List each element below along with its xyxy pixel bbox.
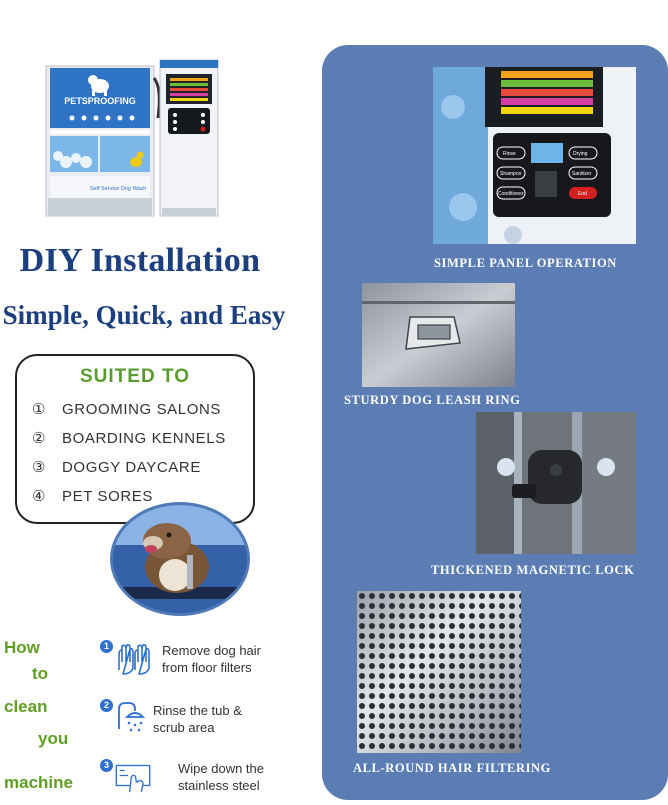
magnetic-lock-photo <box>476 412 636 554</box>
machine-tagline: Self Service Dog Wash <box>90 186 146 192</box>
dog-wash-machine-image: PETSPROOFING Self Service Dog Wash <box>45 59 219 217</box>
suited-item-number: ④ <box>32 488 47 505</box>
suited-item-number: ② <box>32 430 47 447</box>
hair-filter-photo <box>357 591 521 753</box>
feature-label: THICKENED MAGNETIC LOCK <box>431 563 635 577</box>
suited-item-label: GROOMING SALONS <box>62 401 222 418</box>
panel-button-label: Shampoo <box>500 171 522 177</box>
wipe-icon <box>115 764 151 793</box>
leash-ring-photo <box>362 283 515 387</box>
panel-button-label: Drying <box>573 151 588 157</box>
suited-item-number: ① <box>32 401 47 418</box>
step-number: 1 <box>100 640 113 653</box>
machine-brand: PETSPROOFING <box>64 96 136 106</box>
step-number: 3 <box>100 759 113 772</box>
feature-label: STURDY DOG LEASH RING <box>344 393 521 407</box>
suited-item: ③ DOGGY DAYCARE <box>32 458 201 476</box>
suited-item-label: DOGGY DAYCARE <box>62 459 201 476</box>
bulldog-photo <box>110 502 250 616</box>
feature-label: ALL-ROUND HAIR FILTERING <box>353 761 551 775</box>
step-text-line: Remove dog hair <box>162 643 261 658</box>
suited-to-heading: SUITED TO <box>80 366 190 387</box>
panel-button-label: Conditioner <box>498 191 524 197</box>
panel-button-label: End <box>578 191 587 197</box>
step-text: Remove dog hair from floor filters <box>162 642 261 676</box>
suited-item-number: ③ <box>32 459 47 476</box>
suited-item: ① GROOMING SALONS <box>32 400 221 418</box>
suited-item: ② BOARDING KENNELS <box>32 429 226 447</box>
howto-word: you <box>38 729 69 748</box>
step-text-line: scrub area <box>153 720 215 735</box>
suited-item-label: PET SORES <box>62 488 153 505</box>
howto-word: clean <box>4 697 48 716</box>
hands-icon <box>118 644 150 675</box>
panel-button-label: Rinse <box>503 151 516 157</box>
step-text-line: Wipe down the <box>178 761 264 776</box>
shower-icon <box>118 702 146 732</box>
step-text: Wipe down the stainless steel <box>178 760 264 794</box>
page-title: DIY Installation <box>19 242 261 279</box>
step-number: 2 <box>100 699 113 712</box>
howto-word: How <box>4 638 40 657</box>
suited-to-box: SUITED TO ① GROOMING SALONS ② BOARDING KEN… <box>15 354 255 524</box>
page-subtitle: Simple, Quick, and Easy <box>2 300 286 330</box>
suited-item: ④ PET SORES <box>32 487 153 505</box>
step-text-line: Rinse the tub & <box>153 703 242 718</box>
suited-item-label: BOARDING KENNELS <box>62 430 226 447</box>
howto-word: machine <box>4 773 73 792</box>
panel-button-label: Sanitizer <box>572 171 592 177</box>
howto-word: to <box>32 664 49 683</box>
feature-label: SIMPLE PANEL OPERATION <box>434 256 617 270</box>
control-panel-photo: Rinse Drying Shampoo Sanitizer Condition… <box>433 67 636 244</box>
step-text: Rinse the tub & scrub area <box>153 702 242 736</box>
step-text-line: stainless steel <box>178 778 260 793</box>
step-text-line: from floor filters <box>162 660 252 675</box>
